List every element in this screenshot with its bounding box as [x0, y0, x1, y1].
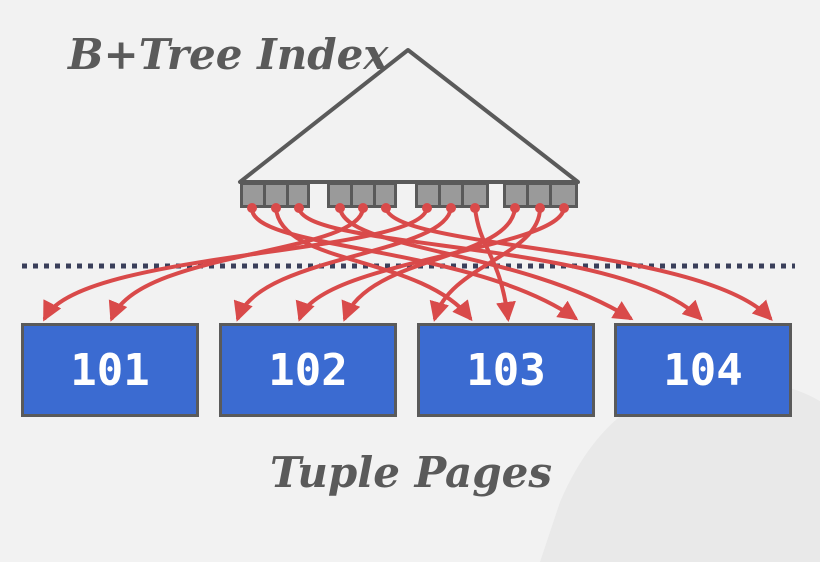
watermark-shape: [540, 379, 820, 562]
btree-triangle-shape: [238, 48, 580, 184]
pointer-arrow: [43, 206, 429, 322]
leaf-nodes: [240, 182, 578, 208]
pointer-arrows: [43, 206, 773, 322]
pointer-arrow: [384, 206, 773, 321]
index-label: B+Tree Index: [68, 30, 389, 79]
tuple-page-102: 102: [219, 323, 397, 417]
tuple-page-104: 104: [614, 323, 792, 417]
pointer-arrow: [295, 206, 566, 322]
tuple-page-101: 101: [21, 323, 199, 417]
index-diagram: [22, 48, 795, 322]
tuple-page-103: 103: [417, 323, 595, 417]
pointer-origins: [247, 203, 569, 213]
pages-label: Tuple Pages: [270, 448, 553, 497]
pointer-arrow: [473, 206, 516, 322]
pointer-arrow: [233, 206, 453, 322]
pointer-arrow: [338, 206, 634, 321]
diagram-canvas: B+Tree Index 101 102 103 104 Tuple Pages: [21, 30, 795, 497]
pointer-arrow: [429, 206, 542, 322]
